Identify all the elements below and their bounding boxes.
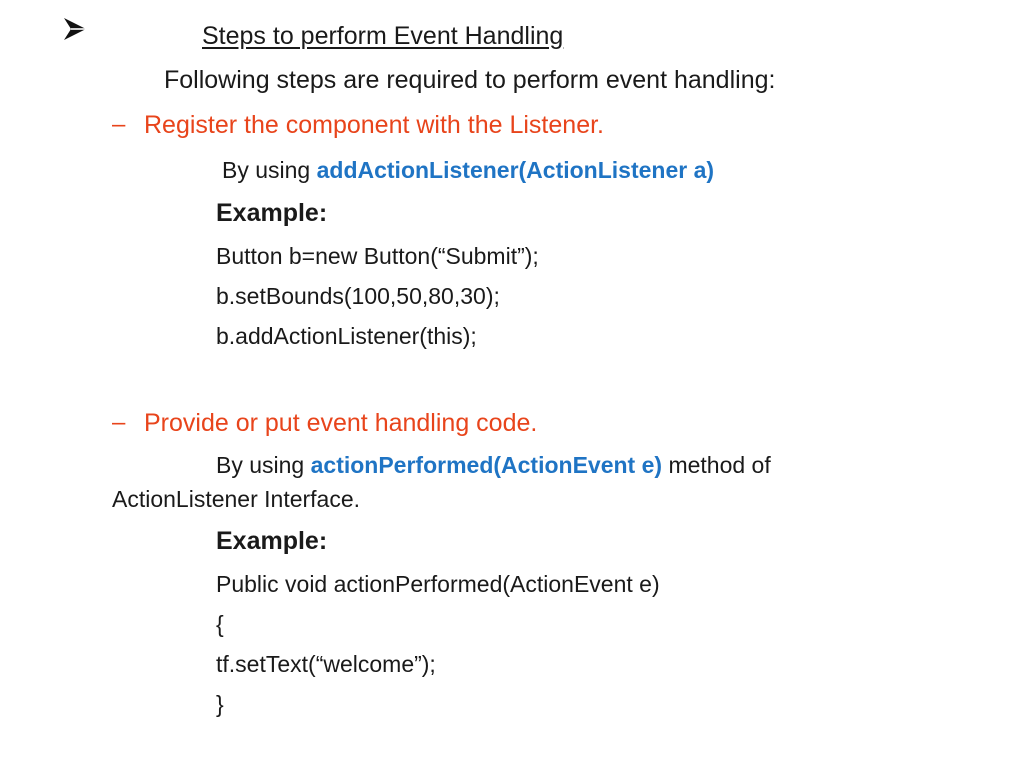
method-name: actionPerformed(ActionEvent e) — [310, 452, 663, 478]
usage-prefix: By using — [216, 452, 311, 478]
code-line: Button b=new Button(“Submit”); — [216, 243, 539, 269]
usage-suffix: method of — [662, 452, 771, 478]
example-label: Example: — [216, 527, 328, 555]
example-label: Example: — [216, 199, 328, 227]
step-2-text: Provide or put event handling code. — [144, 409, 538, 437]
step-1-dash: – — [112, 111, 126, 138]
code-line: tf.setText(“welcome”); — [216, 651, 436, 677]
step-1-usage: By using addActionListener(ActionListene… — [222, 157, 714, 184]
code-line: b.setBounds(100,50,80,30); — [216, 283, 500, 309]
step-1-text: Register the component with the Listener… — [144, 111, 604, 139]
usage-prefix: By using — [222, 157, 317, 183]
slide-title: Steps to perform Event Handling — [202, 22, 564, 50]
code-line: b.addActionListener(this); — [216, 323, 477, 349]
code-line: { — [216, 611, 224, 637]
step-2-usage: By using actionPerformed(ActionEvent e) … — [216, 452, 771, 479]
method-name: addActionListener(ActionListener a) — [316, 157, 715, 183]
code-line: } — [216, 691, 224, 717]
step-2-dash: – — [112, 409, 126, 436]
intro-text: Following steps are required to perform … — [164, 66, 776, 94]
arrow-bullet-icon — [64, 18, 86, 40]
step-2-usage-continuation: ActionListener Interface. — [112, 486, 361, 512]
code-line: Public void actionPerformed(ActionEvent … — [216, 571, 660, 597]
